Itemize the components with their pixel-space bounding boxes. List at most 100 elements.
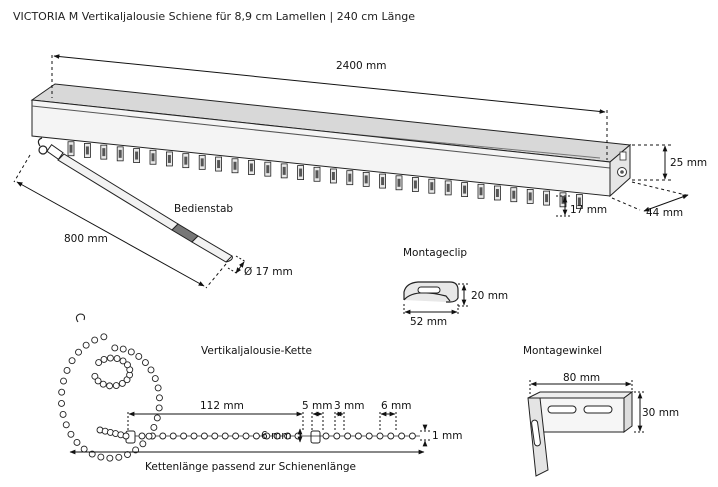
chain-ball-label: 6 mm [381,400,411,412]
chain-cord-label: 1 mm [432,430,462,442]
slat-carrier [379,173,387,189]
carrier-clip [118,149,122,158]
page-title: VICTORIA M Vertikaljalousie Schiene für … [13,10,416,23]
rail-height-label: 25 mm [670,157,707,169]
chain-bead [119,345,127,353]
carrier-clip [249,163,253,172]
chain-bead [408,432,416,440]
slat-carrier [247,160,255,175]
mounting-bracket [527,391,634,477]
wand-name: Bedienstab [174,203,233,215]
chain-bead [344,432,352,440]
carrier-clip [561,195,565,204]
carrier-clip [512,190,516,199]
rail-length-label: 2400 mm [336,60,387,72]
chain-bead [156,394,163,402]
chain-gap-dimension: 5 mm [302,400,332,430]
chain-bead [284,432,292,440]
carrier-clip [184,156,188,165]
slat-carrier [198,154,206,170]
bracket-height-label: 30 mm [642,407,679,419]
carrier-clip [577,197,581,206]
chain-bead [263,432,271,440]
slat-carrier [215,156,223,172]
clip-width-dimension: 52 mm [403,304,459,328]
chain-bead [155,404,163,412]
chain-bead [273,432,281,440]
slat-carrier [461,182,469,197]
rail-depth-label: 44 mm [646,207,683,219]
chain-bead [232,432,240,440]
carrier-clip [331,171,335,180]
slat-carrier [395,175,403,191]
carrier-clip [282,166,286,175]
chain-bead [100,356,108,363]
chain-bead [139,440,147,448]
wand-diameter-dimension: Ø 17 mm [227,255,293,278]
carrier-clip [446,183,450,192]
chain-bead [80,445,88,453]
slat-carrier [231,158,239,174]
chain-bead [211,432,219,440]
chain-bead [113,355,121,363]
slat-carrier [477,183,485,199]
carrier-clip [413,180,417,189]
chain-bead [100,333,108,341]
carrier-clip [299,168,303,177]
wand-diameter-label: Ø 17 mm [244,266,293,278]
chain-bead [124,361,131,369]
chain-hook [75,313,86,323]
carrier-clip [102,148,106,157]
chain-bead [68,357,76,365]
chain-bead [75,348,82,356]
slat-carrier [116,146,124,162]
chain-length-note: Kettenlänge passend zur Schienenlänge [145,461,356,473]
rail-height-dimension: 25 mm [632,144,707,181]
slat-carrier [67,141,75,157]
chain-bead [138,432,146,440]
bracket-width-dimension: 80 mm [529,372,633,396]
chain-bead [106,382,114,390]
carrier-clip [397,178,401,187]
chain-bead [322,432,330,440]
clip-name: Montageclip [403,247,467,259]
chain-bead [150,424,158,431]
slat-carrier [576,194,583,209]
chain-bead [180,432,188,440]
chain-bead [145,432,153,440]
slat-carrier [510,187,518,203]
chain-ball-height-label: 6 mm [261,430,291,442]
slat-carrier [526,189,534,204]
chain-bead [58,388,66,396]
chain-bead [147,366,155,374]
bracket-name: Montagewinkel [523,345,602,357]
chain-bead [73,439,81,446]
chain-bead [141,359,149,366]
slat-carrier [100,144,108,160]
chain-bead [118,380,126,387]
chain-bead [151,375,159,382]
chain-bead [111,344,119,352]
slat-carrier [165,151,173,167]
chain-pitch-label: 3 mm [334,400,364,412]
chain-bead [60,377,67,385]
chain-ball-dimension: 6 mm [379,400,411,430]
chain-cord-dimension: 1 mm [420,424,462,447]
chain-segment-label: 112 mm [200,400,244,412]
carrier-clip [495,189,499,197]
carrier-clip [151,153,155,162]
bracket-height-dimension: 30 mm [634,391,679,433]
carrier-clip [463,185,467,194]
slat-carriers [67,141,583,209]
chain-bead [82,341,90,349]
carrier-height-label: 17 mm [570,204,607,216]
slat-carrier [362,171,370,187]
chain-bead [387,432,395,440]
chain-bead [153,414,161,422]
chain-bead [115,453,123,461]
chain-bead [376,432,384,440]
chain-bead [95,359,103,367]
chain-bead [119,357,127,365]
carrier-height-dimension: 17 mm [556,195,607,217]
